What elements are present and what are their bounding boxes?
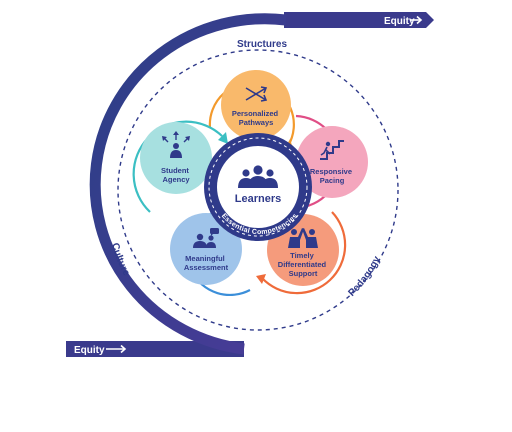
equity-label-bottom: Equity [74,345,105,356]
petal-personalized-pathways: Personalized Pathways [221,70,291,140]
person-arrows-icon [162,131,190,158]
petal-student-agency: Student Agency [140,122,212,194]
petal-label: Timely [290,251,314,260]
center-hub: Essential Competencies Learners [204,133,312,241]
learners-label: Learners [235,193,281,205]
center-dashed-ring [208,137,308,237]
petal-meaningful-assessment: Meaningful Assessment [170,213,242,285]
arrow-right-icon [410,15,423,25]
petal-responsive-pacing: Responsive Pacing [296,126,368,198]
petal-label: Meaningful [185,254,225,263]
petal-label: Pacing [320,176,345,185]
group-icon [238,165,278,188]
svg-text:Personalized Pathways: Personalized Pathways [232,109,280,127]
dashed-circle [117,49,399,331]
petal-label: Support [289,269,318,278]
petal-label: Assessment [184,263,229,272]
svg-text:Pedagogy: Pedagogy [346,254,383,299]
stairs-runner-icon [320,140,344,160]
petal-label: Differentiated [278,260,327,269]
arrow-right-icon [106,344,127,354]
svg-text:Responsive Pacing: Responsive Pacing [310,167,354,185]
discussion-icon [193,228,219,248]
petal-label: Responsive [310,167,352,176]
equity-label-top: Equity [384,16,415,27]
structures-label: Structures [237,39,287,50]
petal-label: Pathways [239,118,274,127]
equity-banner-bottom: Equity [66,341,244,357]
pedagogy-label: Pedagogy [346,254,383,299]
high-five-icon [288,228,318,248]
equity-outer-ring [89,13,287,355]
equity-banner-top: Equity [284,12,434,28]
petal-label: Agency [162,175,190,184]
svg-text:Timely Differentiated: Timely Differentiated Support [278,251,328,278]
svg-text:Meaningful Assessment: Meaningful Assessment [184,254,229,272]
arrowhead [256,274,266,284]
arrowhead [218,132,228,144]
shuffle-icon [245,86,268,102]
cycle-arrow-coral [261,211,347,295]
svg-text:Student Agency: Student Agency [161,166,191,184]
petal-label: Personalized [232,109,279,118]
petal-label: Student [161,166,189,175]
